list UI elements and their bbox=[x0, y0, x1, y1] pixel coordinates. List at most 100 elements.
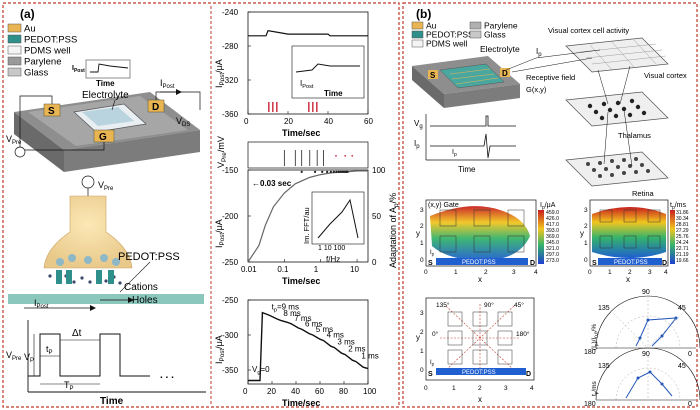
map2-xt1: 1 bbox=[608, 269, 612, 276]
polar2-a180: 180 bbox=[584, 401, 596, 408]
chart-a2-ytick-label-0: -250 bbox=[222, 258, 239, 267]
orient-xt1: 1 bbox=[452, 385, 456, 392]
chart-a2-annotation: ←0.03 sec bbox=[252, 179, 292, 188]
chart-a1-pulse-2 bbox=[276, 102, 278, 112]
chart-a2-point-2 bbox=[321, 170, 324, 173]
device-b: S D Electrolyte bbox=[412, 44, 520, 108]
orient-a0: 0° bbox=[432, 330, 439, 338]
polar-1: 90 135 45 180 0 (Ip)/I0,0/% bbox=[584, 289, 700, 358]
chart-a3-vg-annotation: Vg=0 bbox=[252, 365, 270, 376]
orient-yt2: 2 bbox=[420, 329, 424, 336]
map-2: PEDOT:PSS S D tp/ms 31.86 30.34 28.81 27… bbox=[580, 199, 689, 284]
chart-a2-point-1 bbox=[313, 170, 317, 173]
polar1-a45: 45 bbox=[678, 305, 686, 312]
map2-xlabel: x bbox=[626, 275, 630, 284]
chart-a3-ytick-label-2: -250 bbox=[222, 296, 239, 305]
chart-a1-xtick-label-2: 40 bbox=[324, 117, 333, 126]
synapse-cations: Cations bbox=[124, 282, 158, 293]
pulse-diagram: . . . VP tP Δt TP VPre Time bbox=[6, 320, 206, 407]
chart-a3-xtick-label-1: 20 bbox=[267, 387, 276, 396]
legend-b-pdms: PDMS well bbox=[426, 39, 468, 49]
synapse-holes: Holes bbox=[132, 295, 158, 306]
device-a-electrolyte: Electrolyte bbox=[82, 90, 129, 101]
panel-b-label: (b) bbox=[416, 7, 431, 21]
map1-xt2: 2 bbox=[484, 269, 488, 276]
chart-a1-frame bbox=[247, 11, 369, 115]
chart-a3-ytick-label-1: -300 bbox=[222, 331, 239, 340]
map1-xt3: 3 bbox=[512, 269, 516, 276]
legend-a-parylene: Parylene bbox=[24, 57, 62, 68]
chart-a2-ytick-right-2: 100 bbox=[372, 166, 386, 175]
chart-a3-ytick-label-0: -350 bbox=[222, 366, 239, 375]
device-a: IPost Time S D G Electrolyte IPost VDS V… bbox=[6, 59, 201, 172]
legend-a: Au PEDOT:PSS PDMS well Parylene Glass bbox=[7, 24, 77, 79]
chart-a2-point-9 bbox=[341, 170, 344, 173]
map2-scale-4: 25.76 bbox=[676, 234, 689, 240]
chart-a3-xtick-label-0: 0 bbox=[243, 387, 248, 396]
chart-a3-xtick-label-3: 60 bbox=[315, 387, 324, 396]
chart-a1-pulse-3 bbox=[308, 102, 310, 112]
map2-scale-2: 28.81 bbox=[676, 222, 689, 228]
map1-scale-7: 297.0 bbox=[546, 252, 559, 258]
map2-scale-3: 27.29 bbox=[676, 228, 689, 234]
trace-time: Time bbox=[458, 165, 476, 174]
chart-a2-point-0 bbox=[300, 170, 303, 173]
chart-a2-top-ylabel: VPre/mV bbox=[216, 136, 228, 168]
map2-scale-0: 31.86 bbox=[676, 210, 689, 216]
map2-yt2: 2 bbox=[584, 223, 588, 230]
device-a-d: D bbox=[152, 102, 159, 113]
legend-a-pdms: PDMS well bbox=[24, 46, 70, 57]
legend-a-au: Au bbox=[24, 24, 36, 35]
device-a-ipost: IPost bbox=[160, 78, 175, 90]
map1-scale-6: 321.0 bbox=[546, 246, 559, 252]
chart-a2-point-5 bbox=[332, 170, 335, 173]
chart-a3-xtick-label-4: 80 bbox=[339, 387, 348, 396]
inset-time: Time bbox=[96, 79, 115, 88]
chart-a3-xlabel: Time/sec bbox=[282, 398, 320, 408]
polar1-a90: 90 bbox=[642, 289, 650, 296]
map1-scale-8: 273.0 bbox=[546, 258, 559, 264]
vision-retina: Retina bbox=[632, 189, 655, 198]
synapse-illustration: VPre PEDOT:PSS Cations Holes IPost bbox=[8, 175, 204, 311]
map1-yt2: 2 bbox=[420, 223, 424, 230]
device-a-vds: VDS bbox=[176, 116, 190, 128]
orient-a180: 180° bbox=[516, 330, 530, 338]
orient-yt0: 0 bbox=[420, 367, 424, 374]
pulse-dt: Δt bbox=[72, 328, 82, 339]
trace-ip-2: Ip bbox=[452, 149, 457, 158]
map1-scale-5: 345.0 bbox=[546, 240, 559, 246]
polar2-a45: 45 bbox=[678, 363, 686, 370]
map1-xt4: 4 bbox=[534, 269, 538, 276]
orient-d: D bbox=[526, 371, 531, 378]
vision-ip: Ip bbox=[536, 47, 542, 58]
map2-scale-8: 19.66 bbox=[676, 258, 689, 264]
legend-a-pedot: PEDOT:PSS bbox=[24, 35, 77, 46]
chart-a2-point-7 bbox=[337, 170, 340, 173]
map1-d: D bbox=[530, 260, 535, 267]
polar1-ylabel: (Ip)/I0,0/% bbox=[591, 324, 599, 350]
chart-a3-step-label-8: 1 ms bbox=[361, 352, 378, 361]
device-a-vpre: VPre bbox=[6, 134, 22, 146]
map2-unit: tp/ms bbox=[670, 202, 687, 211]
chart-a3-ylabel: IPost/μA bbox=[214, 335, 226, 364]
chart-a3-step-label-0: tp=9 ms bbox=[272, 303, 299, 314]
chart-a2-ytick-right-0: 0 bbox=[372, 258, 377, 267]
chart-a2-top-dot-2 bbox=[351, 155, 354, 157]
map1-scale-2: 417.0 bbox=[546, 222, 559, 228]
chart-a3-frame bbox=[247, 299, 369, 385]
orient-xt3: 3 bbox=[504, 385, 508, 392]
map1-scale-3: 393.0 bbox=[546, 228, 559, 234]
chart-a1-ytick-label-1: -320 bbox=[222, 76, 239, 85]
chart-a1-inset-line bbox=[295, 63, 360, 73]
chart-a2-xtick-label-3: 10 bbox=[350, 265, 359, 274]
chart-a3-step-label-7: 2 ms bbox=[348, 345, 365, 354]
map2-scale-6: 22.71 bbox=[676, 246, 689, 252]
panel-b-border bbox=[402, 2, 698, 408]
polar2-ylabel: tp/ms bbox=[591, 380, 599, 396]
map2-yt1: 1 bbox=[584, 240, 588, 247]
map1-xt1: 1 bbox=[454, 269, 458, 276]
pulse-tp: tP bbox=[46, 344, 53, 356]
synapse-vpre: VPre bbox=[98, 180, 114, 192]
vision-activity-1: Visual cortex cell activity bbox=[548, 26, 629, 35]
